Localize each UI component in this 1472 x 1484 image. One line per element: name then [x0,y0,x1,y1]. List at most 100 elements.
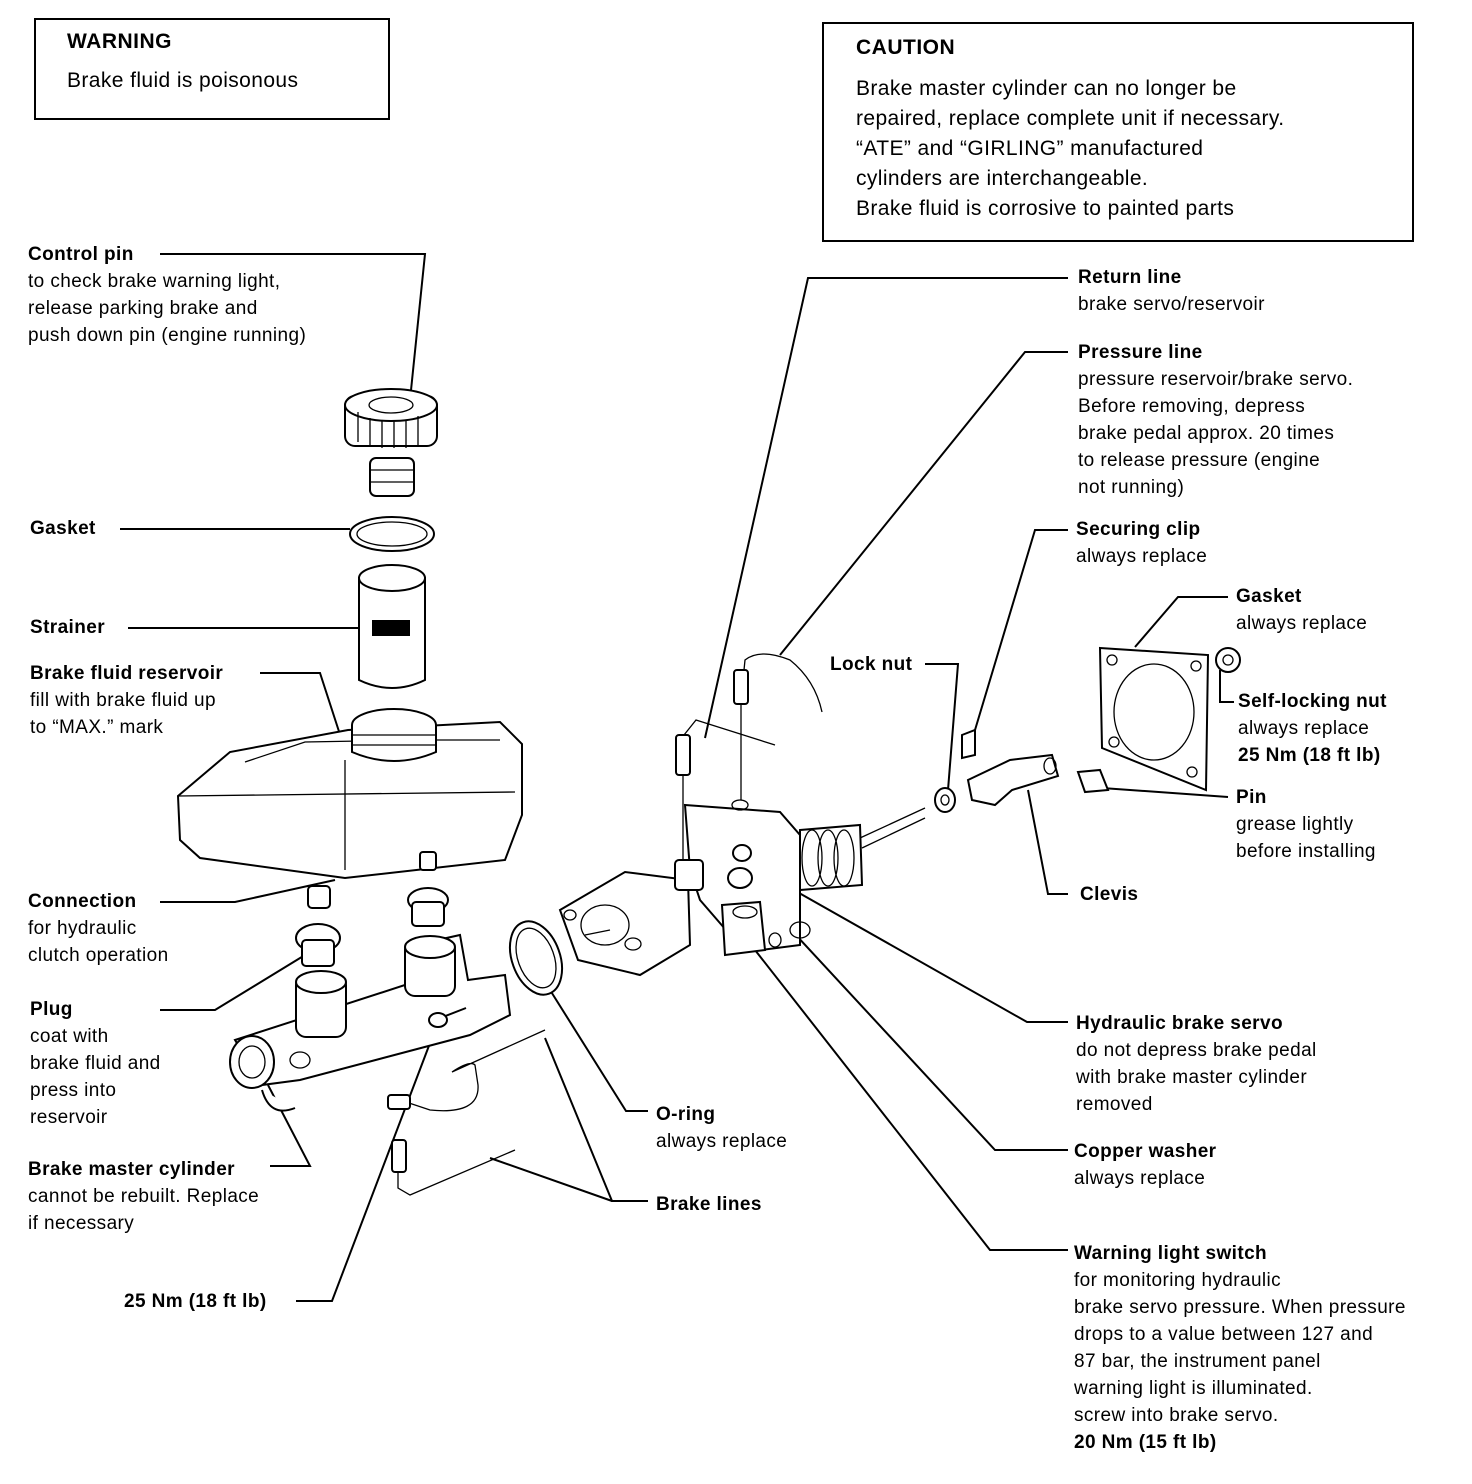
master-cylinder-desc: cannot be rebuilt. Replace [28,1186,260,1207]
hydraulic-servo-desc: with brake master cylinder [1076,1067,1308,1088]
warning-switch-desc: warning light is illuminated. [1074,1378,1313,1399]
plug-desc: coat with [30,1026,109,1047]
callout-gasket-right: Gasket always replace [1236,583,1367,637]
servo-adapter [558,870,692,977]
leader-control-pin [160,253,427,401]
callout-control-pin: Control pin to check brake warning light… [28,241,306,349]
pressure-line-title: Pressure line [1078,342,1203,363]
control-pin-title: Control pin [28,244,134,265]
pin-title: Pin [1236,787,1267,808]
gasket-left-title: Gasket [30,518,96,539]
gasket-right-title: Gasket [1236,586,1302,607]
leader-master-cylinder [267,1084,312,1167]
leader-securing-clip [971,529,1068,741]
leader-warning-switch [754,949,1068,1251]
pin-desc: grease lightly [1236,814,1354,835]
leader-o-ring [549,989,648,1112]
warning-switch-desc: drops to a value between 127 and [1074,1324,1374,1345]
self-locking-nut-title: Self-locking nut [1238,691,1387,712]
callout-self-locking-nut: Self-locking nut always replace 25 Nm (1… [1238,688,1387,769]
callout-connection: Connection for hydraulic clutch operatio… [28,888,169,969]
warning-title: WARNING [67,30,172,53]
pressure-line-desc: to release pressure (engine [1078,450,1321,471]
callout-warning-switch: Warning light switch for monitoring hydr… [1074,1240,1406,1456]
reservoir-desc: fill with brake fluid up [30,690,216,711]
leader-clevis [1027,789,1068,895]
securing-clip-title: Securing clip [1076,519,1201,540]
clevis-title: Clevis [1080,884,1139,905]
leader-pressure-line [779,351,1068,656]
callout-plug: Plug coat with brake fluid and press int… [30,996,161,1131]
callout-brake-lines: Brake lines [656,1191,762,1218]
caution-line: cylinders are interchangeable. [856,167,1149,190]
warning-switch-desc: for monitoring hydraulic [1074,1270,1282,1291]
callout-copper-washer: Copper washer always replace [1074,1138,1216,1192]
callout-securing-clip: Securing clip always replace [1076,516,1207,570]
callout-pressure-line: Pressure line pressure reservoir/brake s… [1078,339,1353,501]
connection-desc: clutch operation [28,945,169,966]
callout-reservoir: Brake fluid reservoir fill with brake fl… [30,660,223,741]
warning-switch-torque: 20 Nm (15 ft lb) [1074,1432,1217,1453]
callout-torque-left: 25 Nm (18 ft lb) [124,1288,267,1315]
leader-torque-left [296,1021,439,1302]
leader-lock-nut [925,663,960,791]
control-pin-desc: push down pin (engine running) [28,325,307,346]
caution-line: repaired, replace complete unit if neces… [856,107,1285,130]
reservoir-title: Brake fluid reservoir [30,663,224,684]
strainer-title: Strainer [30,617,106,638]
callout-clevis: Clevis [1080,881,1138,908]
leader-hydraulic-servo [784,884,1068,1023]
pin-desc: before installing [1236,841,1376,862]
control-pin-desc: to check brake warning light, [28,271,281,292]
reservoir-desc: to “MAX.” mark [30,717,164,738]
warning-text: Brake fluid is poisonous [67,69,299,92]
pressure-line-desc: not running) [1078,477,1185,498]
caution-title: CAUTION [856,36,956,59]
self-locking-nut-desc: always replace [1238,718,1370,739]
leader-reservoir [260,672,346,751]
plug-desc: reservoir [30,1107,108,1128]
leader-lines [120,253,1234,1302]
gasket-right-desc: always replace [1236,613,1368,634]
pressure-line-desc: pressure reservoir/brake servo. [1078,369,1354,390]
leader-self-nut [1219,670,1234,703]
lock-nut-title: Lock nut [830,654,913,675]
connection-title: Connection [28,891,137,912]
return-line-desc: brake servo/reservoir [1078,294,1265,315]
caution-line: Brake master cylinder can no longer be [856,77,1237,100]
hydraulic-servo-desc: removed [1076,1094,1153,1115]
pressure-line-desc: Before removing, depress [1078,396,1306,417]
connection-desc: for hydraulic [28,918,137,939]
callout-hydraulic-servo: Hydraulic brake servo do not depress bra… [1076,1010,1317,1118]
plug-desc: press into [30,1080,117,1101]
callout-strainer: Strainer [30,614,105,641]
callout-lock-nut: Lock nut [830,651,912,678]
o-ring-desc: always replace [656,1131,788,1152]
warning-switch-title: Warning light switch [1074,1243,1268,1264]
warning-switch-desc: 87 bar, the instrument panel [1074,1351,1321,1372]
master-cylinder-title: Brake master cylinder [28,1159,235,1180]
copper-washer-desc: always replace [1074,1168,1206,1189]
leader-plug [160,954,306,1011]
caution-line: Brake fluid is corrosive to painted part… [856,197,1235,220]
pressure-line-desc: brake pedal approx. 20 times [1078,423,1335,444]
o-ring-part [508,920,564,996]
hydraulic-servo-desc: do not depress brake pedal [1076,1040,1317,1061]
warning-switch-desc: screw into brake servo. [1074,1405,1279,1426]
servo-lines [675,653,823,860]
plug-title: Plug [30,999,73,1020]
control-pin-desc: release parking brake and [28,298,258,319]
leader-copper-washer [744,879,1068,1151]
caution-box: CAUTION Brake master cylinder can no lon… [822,22,1414,242]
caution-line: “ATE” and “GIRLING” manufactured [856,137,1204,160]
callout-return-line: Return line brake servo/reservoir [1078,264,1265,318]
leader-pin [1101,787,1229,798]
callout-master-cylinder: Brake master cylinder cannot be rebuilt.… [28,1156,259,1237]
leader-gasket-right [1134,596,1228,648]
self-locking-nut-torque: 25 Nm (18 ft lb) [1238,745,1381,766]
warning-switch-desc: brake servo pressure. When pressure [1074,1297,1406,1318]
right-hardware [934,646,1241,813]
reservoir-assembly [176,388,523,967]
leader-connection [160,879,336,903]
